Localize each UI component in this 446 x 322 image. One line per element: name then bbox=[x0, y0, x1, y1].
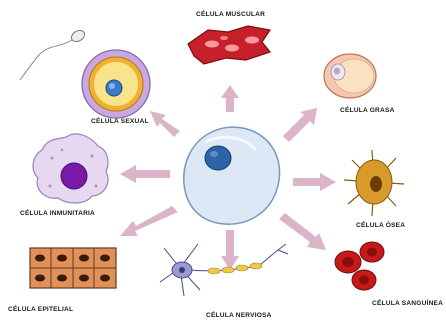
arrow-to-epitelial bbox=[120, 206, 178, 236]
label-celula-sanguinea: CÉLULA SANGUÍNEA bbox=[372, 300, 443, 307]
label-celula-inmunitaria: CÉLULA INMUNITARIA bbox=[20, 210, 95, 217]
label-celula-epitelial: CÉLULA EPITELIAL bbox=[8, 306, 73, 313]
stem-cell-nucleus bbox=[205, 146, 231, 170]
label-celula-sexual: CÉLULA SEXUAL bbox=[91, 118, 149, 125]
immune-cell-nucleus bbox=[61, 163, 87, 189]
epithelial-cells bbox=[30, 248, 116, 288]
sexual-cell bbox=[20, 28, 150, 118]
stem-cell bbox=[184, 127, 280, 224]
arrow-to-muscular bbox=[221, 85, 239, 112]
label-celula-osea: CÉLULA ÓSEA bbox=[356, 222, 405, 229]
fat-cell bbox=[324, 54, 376, 98]
arrow-to-sexual bbox=[150, 111, 180, 137]
arrow-to-inmunitaria bbox=[120, 165, 170, 183]
label-celula-muscular: CÉLULA MUSCULAR bbox=[196, 11, 265, 18]
arrow-to-grasa bbox=[283, 108, 317, 142]
blood-cells bbox=[335, 242, 384, 290]
label-celula-nerviosa: CÉLULA NERVIOSA bbox=[206, 312, 272, 319]
nerve-cell bbox=[160, 244, 288, 296]
muscle-cell bbox=[188, 26, 270, 64]
immune-cell bbox=[33, 134, 108, 203]
arrow-to-nerviosa bbox=[221, 230, 239, 270]
label-celula-grasa: CÉLULA GRASA bbox=[340, 107, 395, 114]
arrow-to-osea bbox=[293, 173, 336, 191]
bone-cell bbox=[344, 150, 404, 216]
